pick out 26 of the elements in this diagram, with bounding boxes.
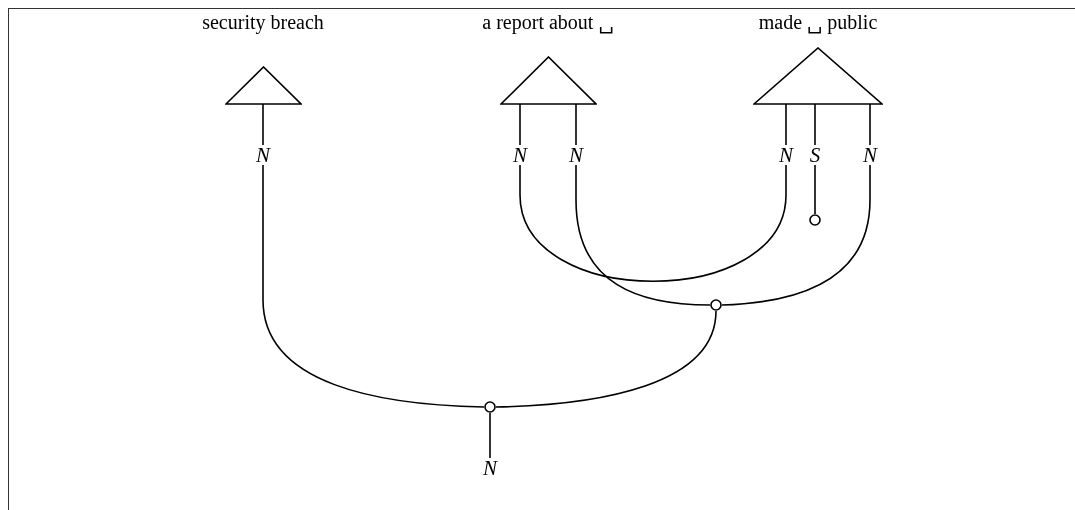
wire	[814, 103, 816, 146]
wire	[262, 103, 264, 146]
wire-type-label: N	[568, 145, 584, 165]
wire	[519, 164, 787, 283]
wire-dot	[809, 214, 821, 226]
word-label: a report about ␣	[481, 10, 615, 34]
word-label: security breach	[201, 10, 325, 34]
wire	[495, 310, 717, 408]
wire-type-label: N	[862, 145, 878, 165]
wire	[575, 103, 577, 146]
wire-type-label: N	[512, 145, 528, 165]
wire-type-label: N	[255, 145, 271, 165]
wire	[262, 164, 485, 408]
wire-type-label: N	[482, 458, 498, 478]
wire	[575, 164, 711, 306]
wire-type-label: N	[778, 145, 794, 165]
wire	[814, 164, 816, 215]
wire-dot	[484, 401, 496, 413]
wire	[721, 164, 871, 306]
wire	[785, 103, 787, 146]
wire	[489, 412, 491, 459]
wire-dot	[710, 299, 722, 311]
wire	[869, 103, 871, 146]
word-label: made ␣ public	[757, 10, 879, 34]
wire	[519, 103, 521, 146]
wire-type-label: S	[807, 145, 823, 165]
